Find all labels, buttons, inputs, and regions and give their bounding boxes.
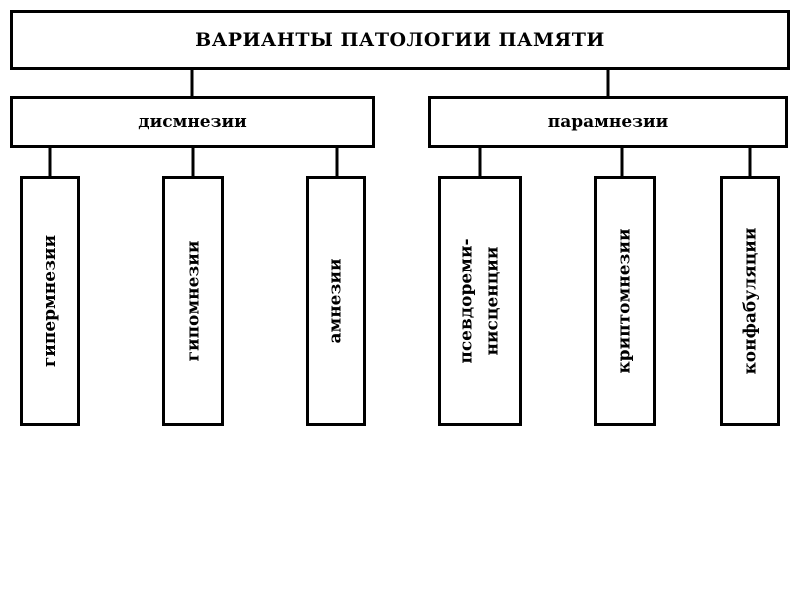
group-label-paramnesia: парамнезии <box>547 112 669 132</box>
diagram-title: ВАРИАНТЫ ПАТОЛОГИИ ПАМЯТИ <box>195 29 605 51</box>
group-label-dysmnesia: дисмнезии <box>138 112 247 132</box>
leaf-label-cryptomnesia: криптомнезии <box>615 228 635 374</box>
leaf-box-hypermnesia: гипермнезии <box>20 176 80 426</box>
title-box: ВАРИАНТЫ ПАТОЛОГИИ ПАМЯТИ <box>10 10 790 70</box>
leaf-box-confabulation: конфабуляции <box>720 176 780 426</box>
leaf-box-cryptomnesia: криптомнезии <box>594 176 656 426</box>
leaf-box-hypomnesia: гипомнезии <box>162 176 224 426</box>
group-box-paramnesia: парамнезии <box>428 96 788 148</box>
leaf-label-amnesia: амнезии <box>326 258 347 344</box>
leaf-box-pseudoreminiscence: псевдореми- нисценции <box>438 176 522 426</box>
leaf-label-pseudoreminiscence: псевдореми- нисценции <box>457 238 504 364</box>
leaf-label-hypomnesia: гипомнезии <box>183 240 203 362</box>
leaf-label-confabulation: конфабуляции <box>740 227 761 375</box>
group-box-dysmnesia: дисмнезии <box>10 96 375 148</box>
leaf-box-amnesia: амнезии <box>306 176 366 426</box>
leaf-label-hypermnesia: гипермнезии <box>40 234 61 368</box>
